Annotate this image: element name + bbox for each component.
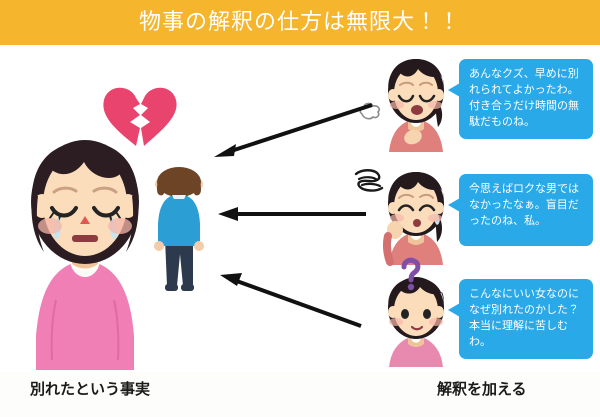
caption-interpretation: 解釈を加える bbox=[437, 380, 527, 398]
broken-heart-icon bbox=[100, 82, 180, 152]
bubble-tail-3 bbox=[448, 303, 460, 317]
man-walking-away-figure bbox=[148, 167, 210, 293]
crying-woman-figure bbox=[18, 140, 153, 370]
sighing-woman-figure bbox=[380, 57, 452, 152]
speech-bubble-2: 今思えばロクな男ではなかったなぁ。盲目だったのね、私。 bbox=[448, 174, 593, 246]
bubble-tail-1 bbox=[448, 83, 460, 97]
scribble-swirl-icon bbox=[352, 168, 386, 196]
speech-bubble-1: あんなクズ、早めに別れられてよかったわ。付き合うだけ時間の無駄だものね。 bbox=[448, 59, 593, 139]
puzzled-woman-figure bbox=[380, 272, 452, 367]
sigh-puff-icon bbox=[358, 100, 384, 122]
title-band bbox=[0, 0, 600, 45]
speech-bubble-1-text: あんなクズ、早めに別れられてよかったわ。付き合うだけ時間の無駄だものね。 bbox=[469, 67, 579, 128]
speech-bubble-2-text: 今思えばロクな男ではなかったなぁ。盲目だったのね、私。 bbox=[469, 182, 579, 227]
question-mark-icon bbox=[398, 257, 424, 292]
speech-bubble-3-text: こんなにいい女なのになぜ別れたのかした？本当に理解に苦しむわ。 bbox=[469, 287, 579, 348]
page-title: 物事の解釈の仕方は無限大！！ bbox=[138, 10, 461, 35]
speech-bubble-3: こんなにいい女なのになぜ別れたのかした？本当に理解に苦しむわ。 bbox=[448, 279, 593, 359]
caption-fact: 別れたという事実 bbox=[30, 380, 151, 398]
worried-woman-figure bbox=[380, 170, 452, 266]
bubble-tail-2 bbox=[448, 198, 460, 212]
